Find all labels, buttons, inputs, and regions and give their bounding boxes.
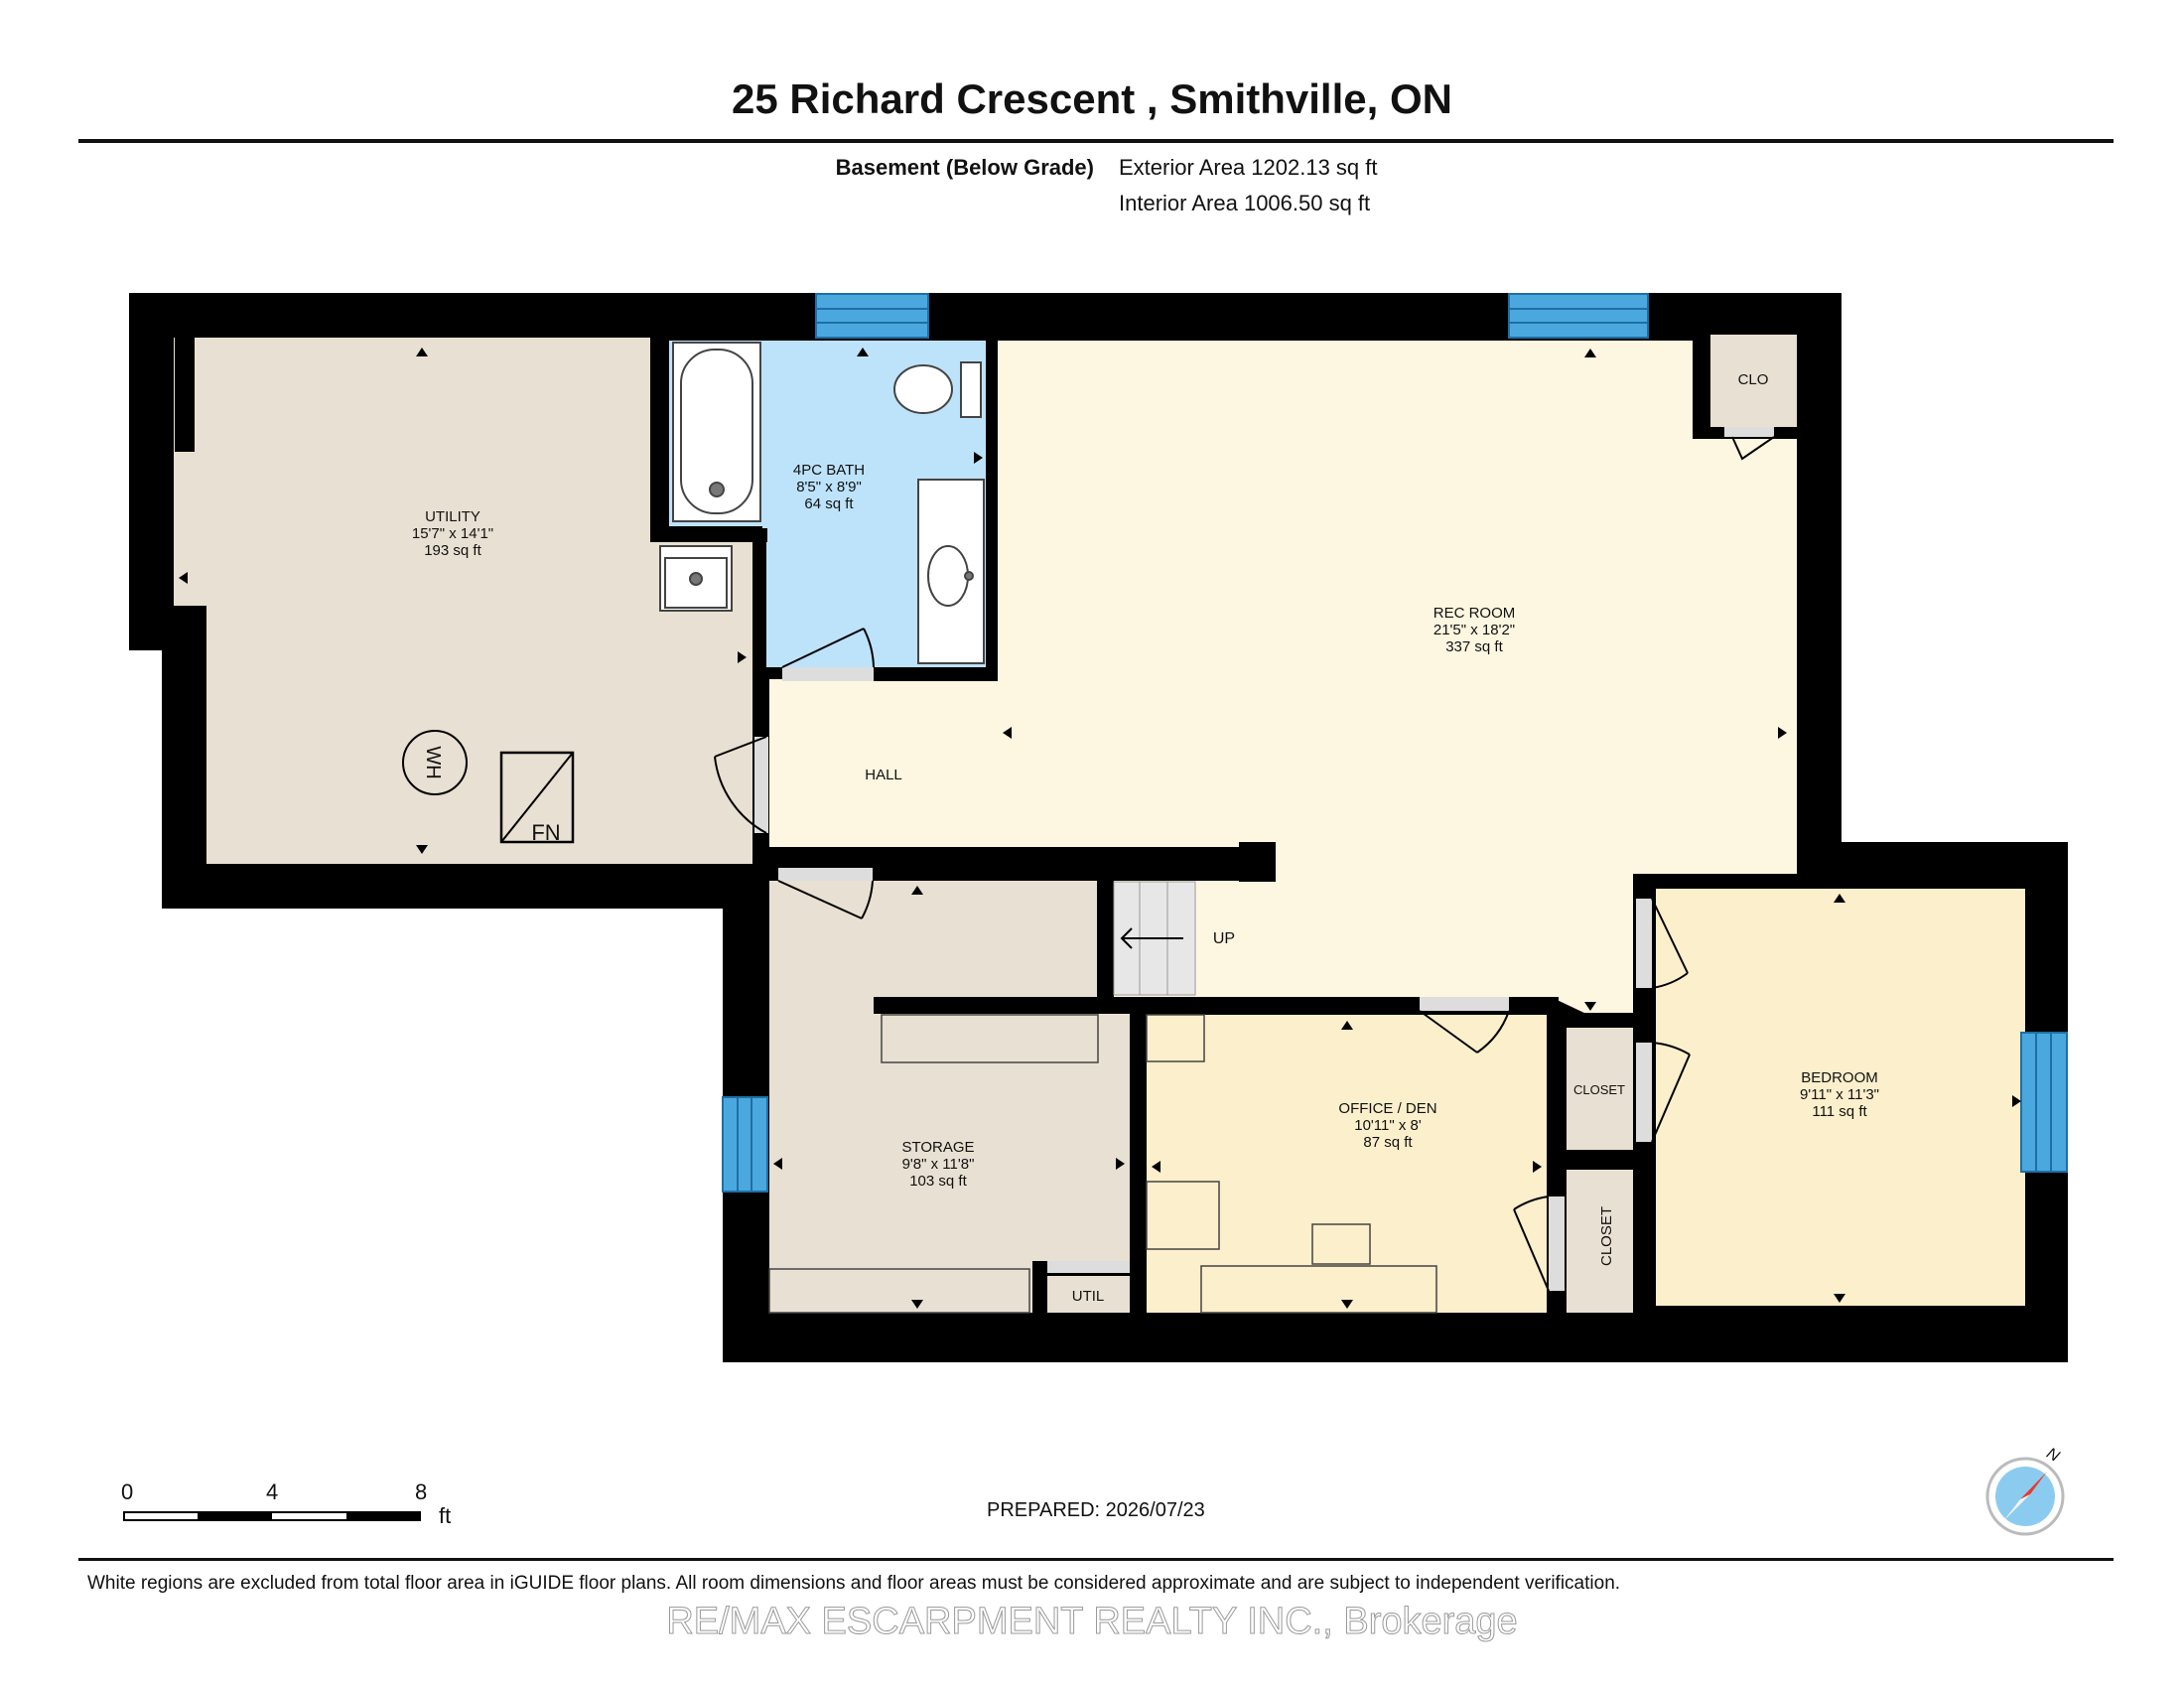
room-labels: UTILITY 15'7" x 14'1" 193 sq ft 4PC BATH… bbox=[412, 371, 1879, 1305]
scale-unit: ft bbox=[439, 1503, 452, 1528]
scale-tick-4: 4 bbox=[266, 1479, 279, 1504]
utility-dims: 15'7" x 14'1" bbox=[412, 525, 493, 542]
compass-north-label: N bbox=[2043, 1445, 2062, 1466]
closet-clo-floor bbox=[1710, 335, 1797, 427]
doors bbox=[714, 427, 1775, 1292]
dimension-markers bbox=[179, 348, 2021, 1309]
rec-dims: 21'5" x 18'2" bbox=[1433, 622, 1515, 638]
window-rec bbox=[1508, 293, 1649, 339]
bedroom-area: 111 sq ft bbox=[1812, 1103, 1867, 1120]
window-storage bbox=[722, 1096, 768, 1193]
closet-upper-floor bbox=[1567, 1028, 1636, 1150]
storage-area: 103 sq ft bbox=[909, 1173, 967, 1190]
clo-name: CLO bbox=[1738, 371, 1769, 388]
bedroom-floor bbox=[1656, 889, 2025, 1306]
built-ins bbox=[768, 1014, 1437, 1314]
prepared-date: PREPARED: 2026/07/23 bbox=[987, 1499, 1205, 1521]
storage-floor bbox=[769, 881, 1130, 1313]
rec-floor bbox=[769, 341, 1797, 1015]
toilet bbox=[893, 364, 953, 414]
closet-lower-floor bbox=[1567, 1170, 1636, 1313]
utility-name: UTILITY bbox=[425, 508, 480, 525]
compass-icon bbox=[1985, 1457, 2065, 1536]
interior-area: Interior Area 1006.50 sq ft bbox=[1119, 191, 1371, 215]
util-closet-floor bbox=[1047, 1276, 1130, 1313]
office-area: 87 sq ft bbox=[1363, 1134, 1413, 1151]
exterior-area: Exterior Area 1202.13 sq ft bbox=[1119, 155, 1378, 180]
rec-area: 337 sq ft bbox=[1445, 638, 1503, 655]
bath-name: 4PC BATH bbox=[793, 462, 865, 479]
office-floor bbox=[1147, 1015, 1547, 1313]
floor-level-label: Basement (Below Grade) bbox=[835, 155, 1094, 180]
rec-name: REC ROOM bbox=[1433, 605, 1516, 622]
hall-name: HALL bbox=[865, 767, 902, 783]
bedroom-name: BEDROOM bbox=[1801, 1069, 1878, 1086]
util-closet-name: UTIL bbox=[1072, 1288, 1105, 1305]
footer-rule bbox=[78, 1558, 2114, 1561]
water-heater-label: WH bbox=[422, 746, 444, 778]
header-rule bbox=[78, 139, 2114, 143]
room-floors bbox=[174, 335, 2025, 1313]
furnace bbox=[499, 751, 575, 844]
storage-dims: 9'8" x 11'8" bbox=[902, 1156, 975, 1173]
window-bath bbox=[815, 293, 929, 339]
brokerage-watermark: RE/MAX ESCARPMENT REALTY INC., Brokerage bbox=[666, 1601, 1518, 1643]
utility-wall-recess bbox=[175, 338, 195, 452]
furnace-label: FN bbox=[531, 820, 560, 845]
bath-dims: 8'5" x 8'9" bbox=[796, 479, 862, 495]
closet-lower-name: CLOSET bbox=[1598, 1206, 1615, 1266]
stairs bbox=[1113, 881, 1196, 996]
utility-floor bbox=[174, 338, 752, 864]
office-dims: 10'11" x 8' bbox=[1354, 1117, 1422, 1134]
scale-bar: 0 4 8 ft bbox=[109, 1479, 486, 1539]
stairs-label: UP bbox=[1213, 930, 1235, 947]
page-title: 25 Richard Crescent , Smithville, ON bbox=[732, 75, 1452, 122]
scale-tick-8: 8 bbox=[415, 1479, 428, 1504]
closet-upper-name: CLOSET bbox=[1573, 1082, 1625, 1097]
scale-tick-0: 0 bbox=[121, 1479, 134, 1504]
windows bbox=[722, 293, 2068, 1193]
bedroom-dims: 9'11" x 11'3" bbox=[1800, 1086, 1879, 1103]
storage-name: STORAGE bbox=[901, 1139, 974, 1156]
bath-fixtures bbox=[659, 342, 985, 664]
utility-area: 193 sq ft bbox=[424, 542, 481, 559]
office-name: OFFICE / DEN bbox=[1338, 1100, 1436, 1117]
water-heater bbox=[402, 730, 468, 795]
window-bedroom bbox=[2020, 1032, 2068, 1173]
disclaimer-note: White regions are excluded from total fl… bbox=[87, 1573, 1621, 1594]
bath-area: 64 sq ft bbox=[804, 495, 854, 512]
